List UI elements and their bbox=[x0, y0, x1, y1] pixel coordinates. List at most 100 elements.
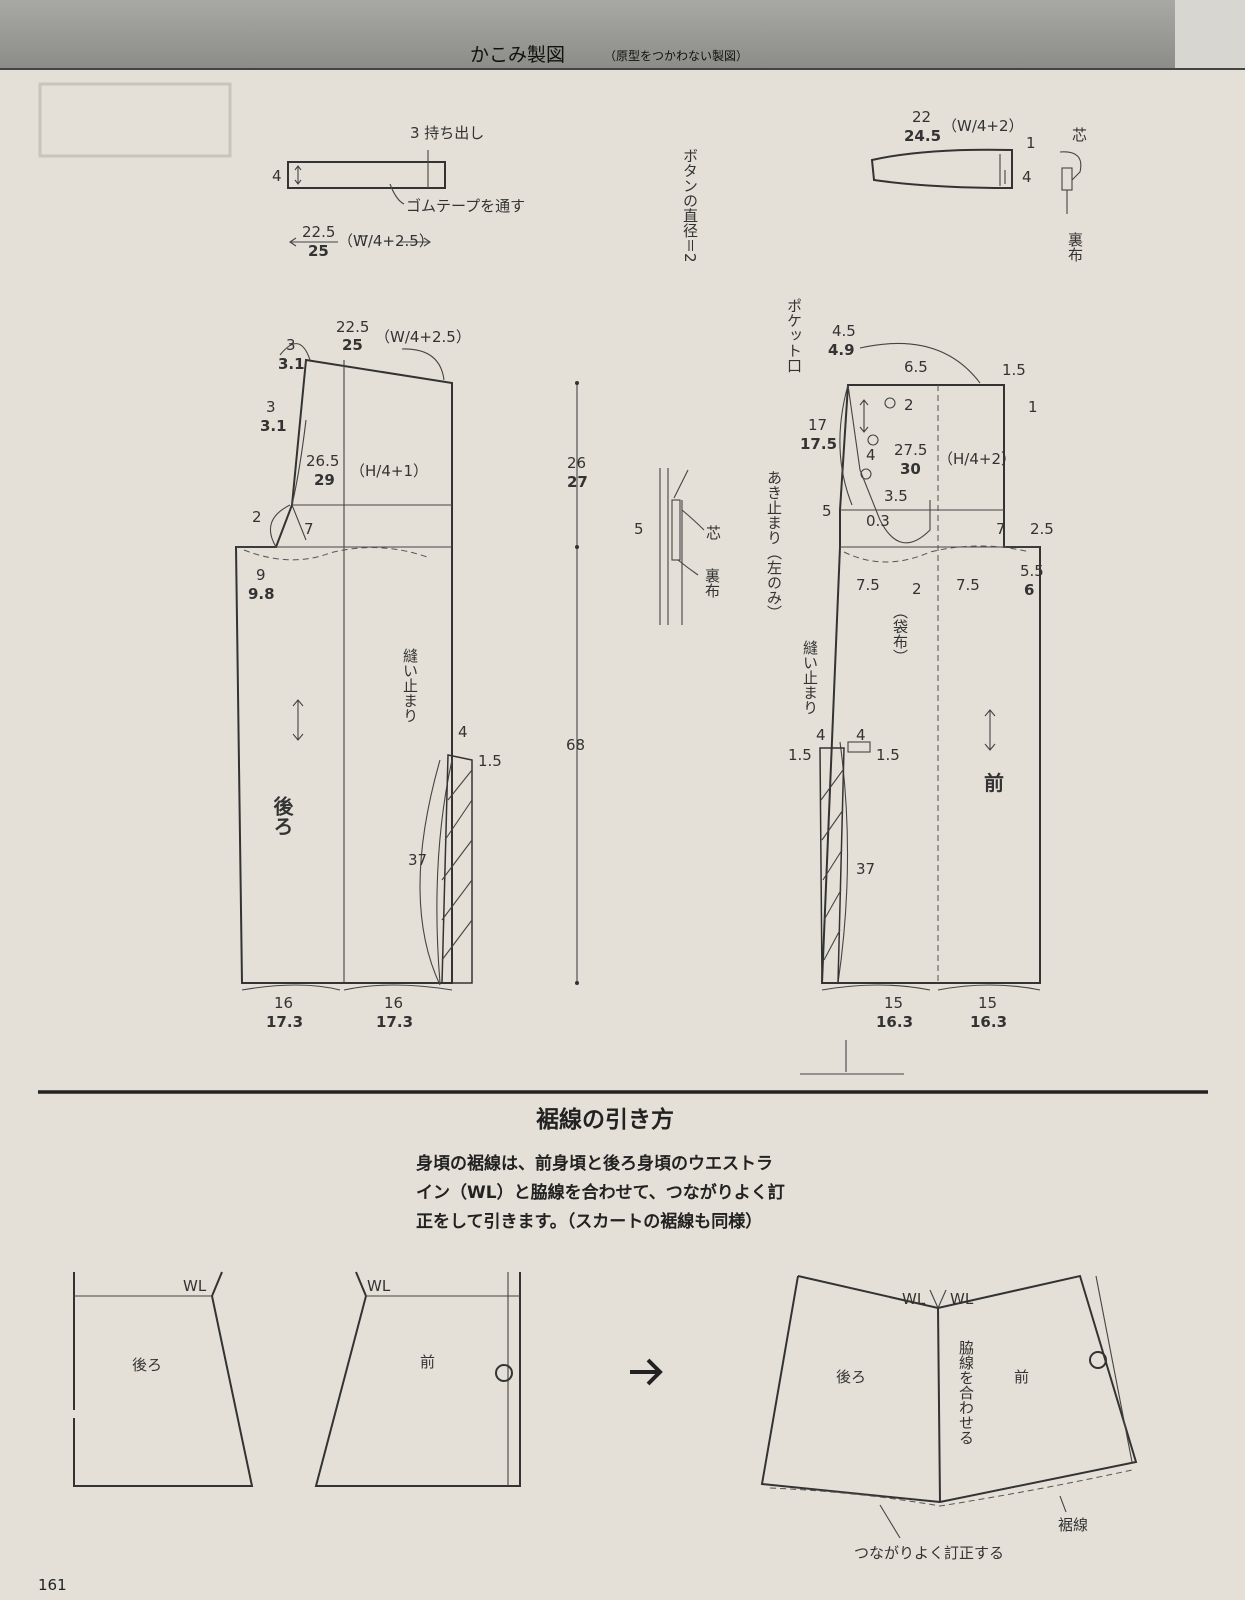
page-subtitle: （原型をつかわない製図） bbox=[604, 49, 749, 63]
hem-section-description: 身頃の裾線は、前身頃と後ろ身頃のウエストラ イン（WL）と脇線を合わせて、つなが… bbox=[416, 1150, 856, 1237]
front-slit-length: 37 bbox=[856, 860, 875, 878]
elastic-tape-note: ゴムテープを通す bbox=[406, 197, 525, 215]
front-pocket-bag-gap: 3.5 bbox=[884, 487, 908, 505]
front-pocket-small: 17 bbox=[808, 416, 827, 434]
front-slit-side1: 1.5 bbox=[788, 746, 812, 764]
facing-detail: 5 芯 裏布 bbox=[634, 468, 721, 625]
hem-line-label: 裾線 bbox=[1058, 1516, 1088, 1534]
page-title: かこみ製図 bbox=[470, 44, 566, 66]
front-slit-w2: 4 bbox=[856, 726, 866, 744]
front-hem-right-large: 16.3 bbox=[970, 1013, 1007, 1031]
hem-desc-line-1: 身頃の裾線は、前身頃と後ろ身頃のウエストラ bbox=[416, 1154, 773, 1174]
front-facing-width: 5 bbox=[822, 502, 832, 520]
center-upper-large: 27 bbox=[567, 473, 588, 491]
center-total-length: 68 bbox=[566, 736, 585, 754]
front-side-ext: 2.5 bbox=[1030, 520, 1054, 538]
pocket-opening-label: ポケット口 bbox=[785, 298, 803, 373]
back-slit-length: 37 bbox=[408, 851, 427, 869]
hem-front-figure: WL 前 bbox=[314, 1271, 521, 1487]
front-waistband-height: 4 bbox=[1022, 168, 1032, 186]
front-waist-top: 1 bbox=[1028, 398, 1038, 416]
align-side-label: 脇線を合わせる bbox=[957, 1340, 975, 1445]
front-pocket-large: 17.5 bbox=[800, 435, 837, 453]
front-hem-right-small: 15 bbox=[978, 994, 997, 1012]
waistband-formula: （W/4+2.5） bbox=[338, 232, 434, 250]
center-length-dimension: 26 27 68 bbox=[566, 381, 588, 985]
combined-wl-right: WL bbox=[950, 1290, 974, 1308]
center-upper-small: 26 bbox=[567, 454, 586, 472]
front-pocket-gap: 4 bbox=[866, 446, 876, 464]
front-waistband-formula: （W/4+2） bbox=[942, 117, 1024, 135]
front-hip-small: 27.5 bbox=[894, 441, 927, 459]
back-hem-left-small: 16 bbox=[274, 994, 293, 1012]
back-rise2-small: 3 bbox=[266, 398, 276, 416]
facing-width: 5 bbox=[634, 520, 644, 538]
front-hip-large: 30 bbox=[900, 460, 921, 478]
header-bar bbox=[0, 0, 1245, 70]
front-top-large: 4.9 bbox=[828, 341, 855, 359]
hem-arrow bbox=[630, 1358, 663, 1386]
front-pocket-bag-depth: 2 bbox=[912, 580, 922, 598]
front-piece-label: 前 bbox=[984, 771, 1004, 795]
waistband-lining-label: 裏布 bbox=[1066, 231, 1084, 262]
waistband-length-small: 22.5 bbox=[302, 223, 335, 241]
front-hem-left-large: 16.3 bbox=[876, 1013, 913, 1031]
button-diameter-note: ボタンの直径＝2 bbox=[681, 148, 699, 263]
hem-section-title: 裾線の引き方 bbox=[536, 1107, 674, 1133]
page-number: 161 bbox=[38, 1576, 67, 1594]
back-rise-small: 3 bbox=[286, 336, 296, 354]
back-crotch-ext-small: 9 bbox=[256, 566, 266, 584]
waistband-extension-label: 3 持ち出し bbox=[410, 124, 484, 142]
back-piece-label: 後ろ bbox=[270, 795, 294, 836]
front-curve-gap: 0.3 bbox=[866, 512, 890, 530]
front-crotch-large: 6 bbox=[1024, 581, 1034, 599]
front-trouser-piece: ポケット口 4.5 4.9 6.5 1.5 1 2 17 17.5 4 27.5… bbox=[765, 298, 1054, 1075]
back-hip-formula: （H/4+1） bbox=[350, 462, 428, 480]
back-hip-large: 29 bbox=[314, 471, 335, 489]
front-slit-w1: 4 bbox=[816, 726, 826, 744]
opening-stop-label: あき止まり（左のみ） bbox=[765, 470, 783, 620]
front-top-small: 4.5 bbox=[832, 322, 856, 340]
front-waistband-length-large: 24.5 bbox=[904, 127, 941, 145]
front-side: 7 bbox=[996, 520, 1006, 538]
header-tab bbox=[1175, 0, 1245, 68]
combined-back-label: 後ろ bbox=[836, 1368, 866, 1386]
back-hem-left-large: 17.3 bbox=[266, 1013, 303, 1031]
hem-back-label: 後ろ bbox=[132, 1356, 162, 1374]
hem-desc-line-2: イン（WL）と脇線を合わせて、つながりよく訂 bbox=[416, 1183, 785, 1203]
combined-front-label: 前 bbox=[1014, 1368, 1029, 1386]
front-stitch-stop: 縫い止まり bbox=[801, 640, 819, 715]
front-crotch-small: 5.5 bbox=[1020, 562, 1044, 580]
waistband-length-large: 25 bbox=[308, 242, 329, 260]
front-dim-75b: 7.5 bbox=[956, 576, 980, 594]
back-waist-small: 22.5 bbox=[336, 318, 369, 336]
waistband-interfacing-label: 芯 bbox=[1072, 126, 1087, 144]
back-crotch-ext-large: 9.8 bbox=[248, 585, 275, 603]
ghost-mark bbox=[38, 82, 232, 158]
back-wl-label: WL bbox=[183, 1277, 207, 1295]
back-trouser-piece: 22.5 25 （W/4+2.5） 3 3.1 3 3.1 26.5 29 （H… bbox=[234, 318, 502, 1031]
back-slit-side: 1.5 bbox=[478, 752, 502, 770]
waistband-height-label: 4 bbox=[272, 167, 282, 185]
hem-combined-figure: WL WL 後ろ 前 脇線を合わせる 裾線 つながりよく訂正する bbox=[760, 1274, 1138, 1562]
front-waistband: 22 24.5 （W/4+2） 1 4 芯 裏布 bbox=[870, 108, 1087, 262]
back-stitch-stop: 縫い止まり bbox=[401, 648, 419, 723]
combined-wl-left: WL bbox=[902, 1290, 926, 1308]
back-slit-w: 4 bbox=[458, 723, 468, 741]
hem-back-figure: WL 後ろ bbox=[72, 1271, 254, 1487]
facing-lining: 裏布 bbox=[703, 567, 721, 598]
back-waist-large: 25 bbox=[342, 336, 363, 354]
back-hem-right-small: 16 bbox=[384, 994, 403, 1012]
back-side: 7 bbox=[304, 520, 314, 538]
front-wl-label: WL bbox=[367, 1277, 391, 1295]
front-waistband-ext: 1 bbox=[1026, 134, 1036, 152]
back-rise-large: 3.1 bbox=[278, 355, 305, 373]
back-crotch: 2 bbox=[252, 508, 262, 526]
back-waist-formula: （W/4+2.5） bbox=[375, 328, 471, 346]
correct-smoothly-label: つながりよく訂正する bbox=[854, 1544, 1004, 1562]
pocket-bag-label: （袋布） bbox=[891, 604, 909, 664]
front-slit-side2: 1.5 bbox=[876, 746, 900, 764]
hem-desc-line-3: 正をして引きます。（スカートの裾線も同様） bbox=[416, 1212, 763, 1232]
front-button-size: 2 bbox=[904, 396, 914, 414]
